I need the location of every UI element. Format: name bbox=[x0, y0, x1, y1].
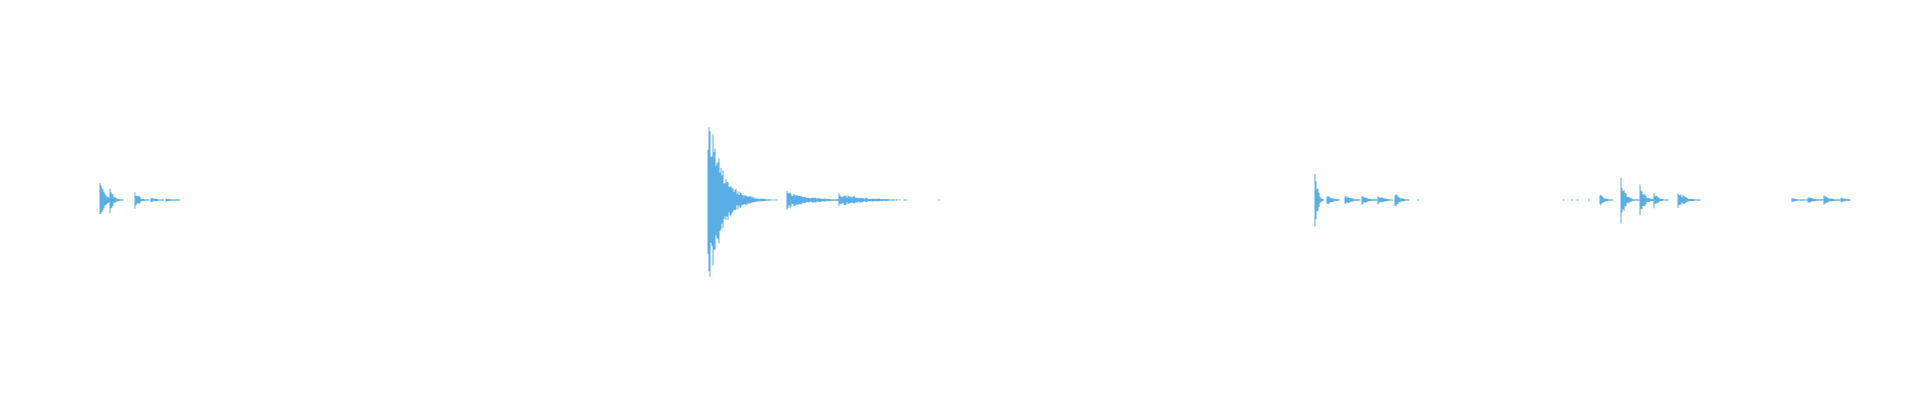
waveform-bursts bbox=[99, 127, 1851, 277]
waveform-burst-2-trace bbox=[707, 127, 909, 277]
waveform-burst-2 bbox=[707, 127, 941, 277]
waveform-burst-2-speck-1 bbox=[904, 199, 906, 201]
waveform-burst-4-speck-0 bbox=[1562, 199, 1565, 201]
waveform-burst-3-speck-1 bbox=[1417, 199, 1419, 201]
waveform-burst-4-speck-3 bbox=[1588, 199, 1590, 201]
waveform-burst-1 bbox=[99, 182, 181, 215]
waveform-burst-4 bbox=[1562, 178, 1701, 224]
waveform-burst-2-speck-2 bbox=[938, 199, 941, 201]
waveform-burst-3 bbox=[1314, 173, 1419, 227]
waveform-burst-1-trace bbox=[99, 182, 181, 215]
waveform-burst-3-speck-0 bbox=[1407, 199, 1409, 201]
waveform-burst-3-trace bbox=[1314, 173, 1410, 227]
waveform-burst-5 bbox=[1791, 195, 1851, 205]
waveform-burst-4-trace bbox=[1599, 178, 1701, 224]
waveform-burst-4-speck-1 bbox=[1571, 199, 1573, 201]
waveform-burst-2-speck-0 bbox=[886, 199, 888, 201]
waveform-burst-5-trace bbox=[1791, 195, 1851, 205]
waveform-burst-4-speck-2 bbox=[1576, 199, 1579, 201]
